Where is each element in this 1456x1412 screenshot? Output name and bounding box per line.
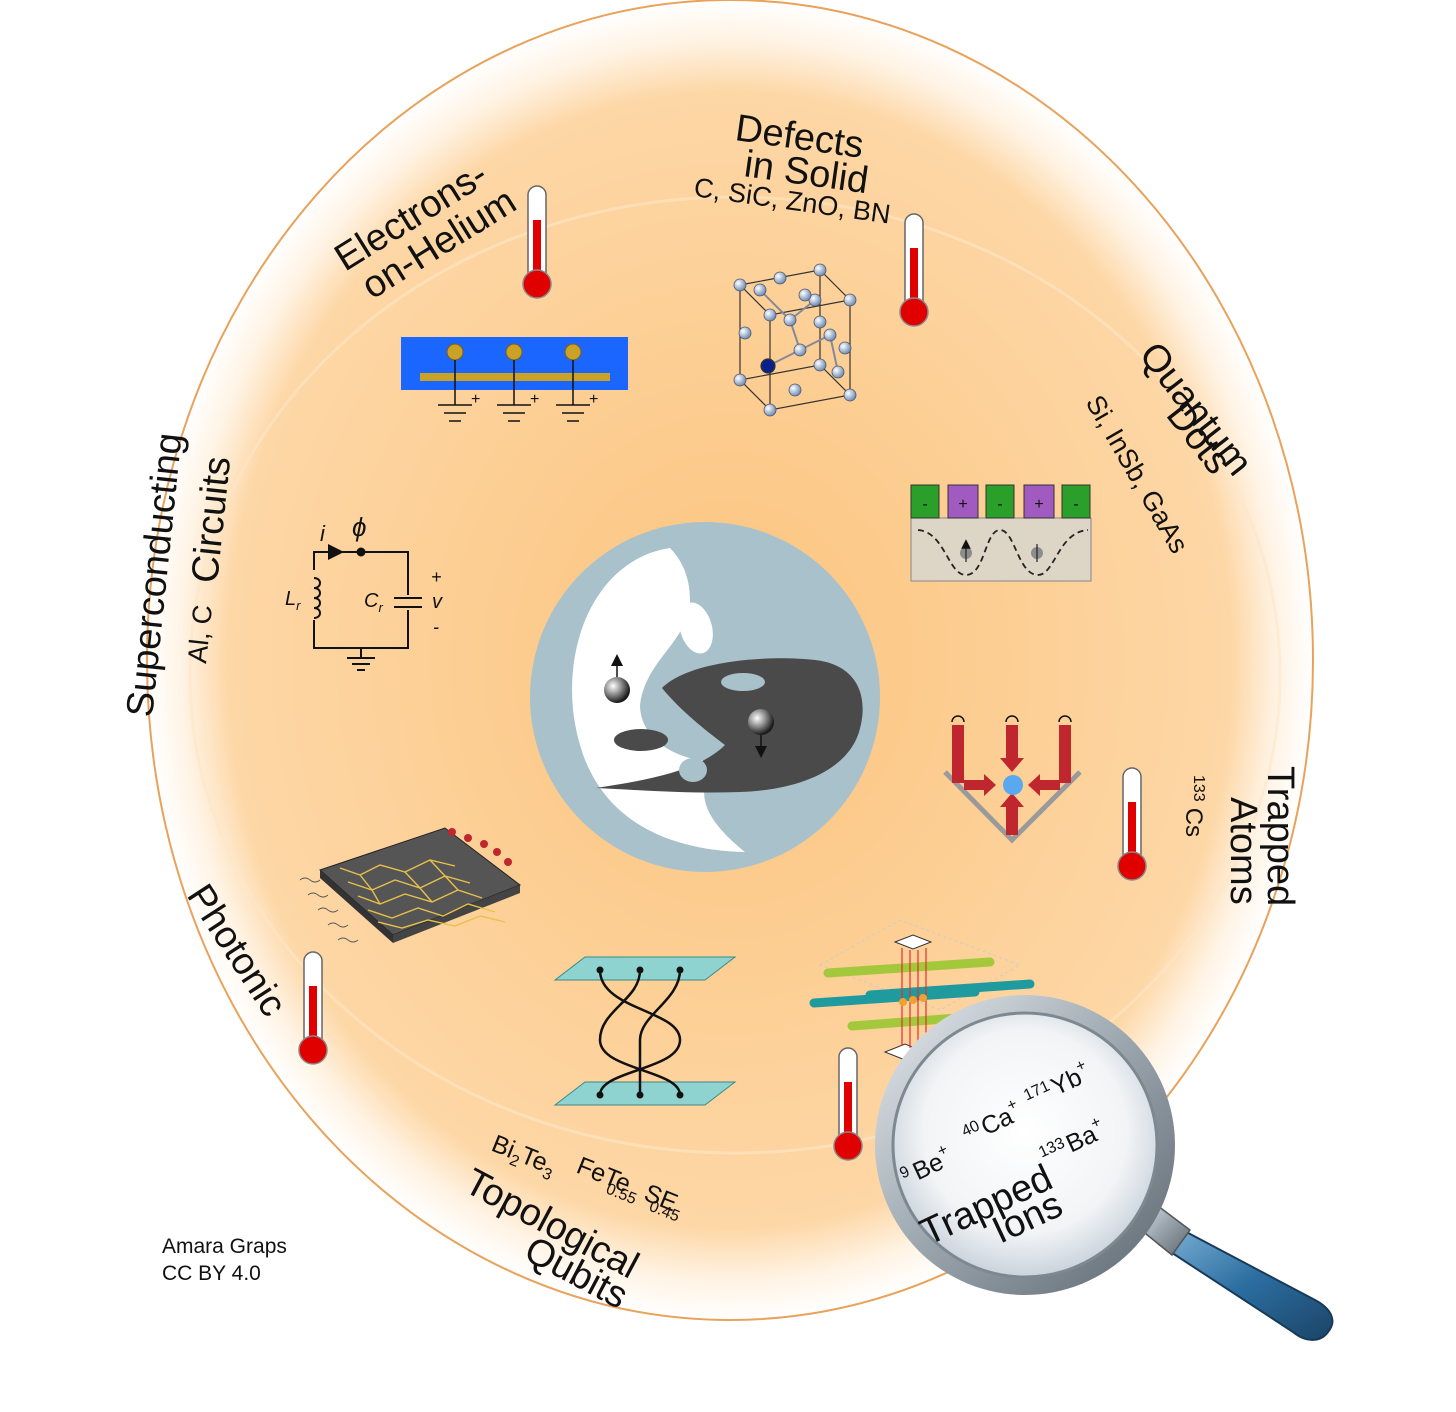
voltage-label: v xyxy=(432,591,443,613)
electrons-on-helium-illustration: + + + xyxy=(401,337,628,422)
gate-sign: + xyxy=(1034,496,1043,513)
crystal-lattice-illustration xyxy=(733,263,857,417)
trapped-atoms-label: Trapped Atoms 133Cs xyxy=(1180,766,1301,906)
gate-sign: - xyxy=(997,496,1002,513)
trapped-atoms-illustration xyxy=(943,715,1082,844)
thermometer-icon xyxy=(899,213,929,327)
gate-sign: - xyxy=(922,496,927,513)
inductor-label: Lr xyxy=(285,588,301,613)
magnifier-icon xyxy=(875,995,1334,1341)
thermometer-icon xyxy=(1117,767,1147,881)
yin-yang-icon xyxy=(530,522,880,872)
gate-sign: - xyxy=(1073,496,1078,513)
current-label: i xyxy=(320,521,326,546)
superconducting-materials: Al, C xyxy=(182,603,218,664)
plus-label: + xyxy=(431,567,442,587)
circuit-labels: i ϕ Lr Cr + v - xyxy=(285,512,443,637)
photonic-chip-illustration xyxy=(299,827,522,943)
thermometer-icon xyxy=(833,1047,863,1161)
thermometer-icon xyxy=(298,951,328,1065)
electrode-sign: + xyxy=(530,391,539,408)
trapped-atoms-element: 133Cs xyxy=(1180,775,1207,837)
capacitor-label: Cr xyxy=(364,590,383,615)
topological-braid-illustration xyxy=(553,956,737,1106)
minus-label: - xyxy=(433,617,439,637)
gate-sign: + xyxy=(958,496,967,513)
flux-label: ϕ xyxy=(352,512,366,542)
thermometer-icon xyxy=(522,185,552,299)
credit-block: Amara Graps CC BY 4.0 xyxy=(162,1233,287,1287)
electrode-sign: + xyxy=(471,391,480,408)
quantum-dots-illustration: - + - + - xyxy=(910,484,1092,582)
trapped-atoms-title-line2: Atoms xyxy=(1222,797,1264,905)
electrode-sign: + xyxy=(589,391,598,408)
credit-author: Amara Graps xyxy=(162,1235,287,1258)
thermometer-icon-group xyxy=(298,185,1147,1161)
trapped-atoms-title-line1: Trapped xyxy=(1259,766,1301,906)
credit-license: CC BY 4.0 xyxy=(162,1262,261,1285)
superconducting-circuit-illustration xyxy=(313,544,422,671)
